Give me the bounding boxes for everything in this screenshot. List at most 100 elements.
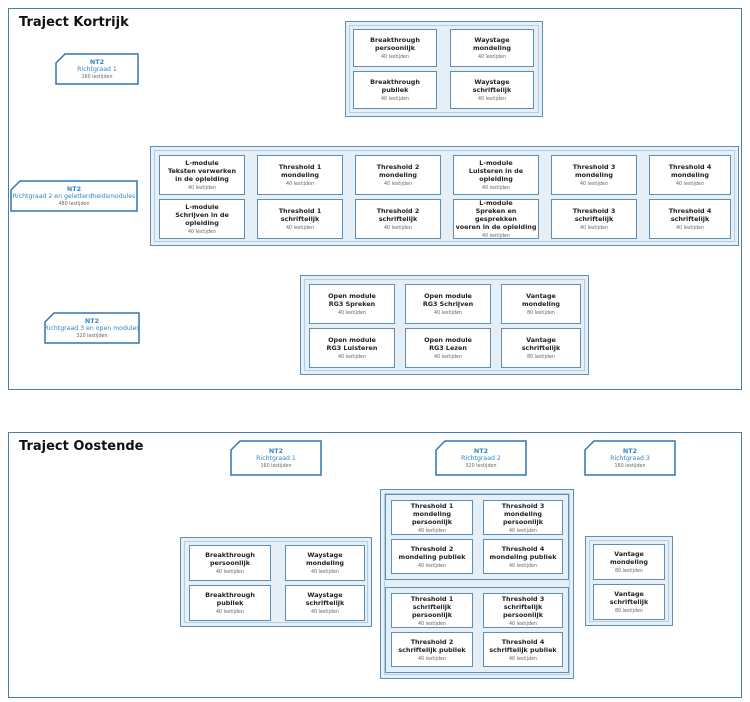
source-level: NT2 <box>66 185 82 193</box>
module-title: Threshold 4 schriftelijk publiek <box>489 637 557 654</box>
module-title: Breakthrough persoonlijk <box>370 36 420 52</box>
module-hours: 40 lestijden <box>676 182 704 187</box>
module-hours: 40 lestijden <box>286 182 314 187</box>
module-title: Open module RG3 Luisteren <box>326 336 378 352</box>
group-schriftelijk: Threshold 1 schriftelijk persoonlijk 40 l… <box>385 587 569 673</box>
module-hours: 40 lestijden <box>509 621 537 627</box>
module-title: Threshold 4 mondeling <box>668 163 712 179</box>
module-hours: 40 lestijden <box>580 182 608 187</box>
source-title: Richtgraad 2 en geletterdheidsmodules <box>12 193 136 200</box>
module-hours: 80 lestijden <box>527 311 555 316</box>
module-title: Threshold 2 mondeling <box>376 163 420 179</box>
module-threshold1-mondeling: Threshold 1 mondeling 40 lestijden <box>257 155 343 195</box>
module-title: Threshold 2 schriftelijk <box>376 207 420 223</box>
module-hours: 40 lestijden <box>580 226 608 231</box>
module-hours: 80 lestijden <box>527 355 555 360</box>
module-title: Threshold 4 mondeling publiek <box>489 544 557 561</box>
module-hours: 80 lestijden <box>615 609 643 614</box>
module-hours: 40 lestijden <box>381 97 409 102</box>
module-threshold2-mondeling: Threshold 2 mondeling 40 lestijden <box>355 155 441 195</box>
module-hours: 40 lestijden <box>311 570 339 575</box>
module-title: Threshold 1 schriftelijk <box>278 207 322 223</box>
module-title: Threshold 1 schriftelijk persoonlijk <box>410 594 454 619</box>
module-hours: 80 lestijden <box>615 569 643 574</box>
module-title: Vantage mondeling <box>609 550 648 566</box>
module-waystage-mondeling: Waystage mondeling 40 lestijden <box>285 545 365 581</box>
module-vantage-mondeling: Vantage mondeling 80 lestijden <box>593 544 665 580</box>
module-hours: 40 lestijden <box>478 97 506 102</box>
module-hours: 40 lestijden <box>188 186 216 191</box>
source-title: Richtgraad 2 <box>461 455 501 462</box>
module-title: Threshold 1 mondeling persoonlijk <box>410 501 454 526</box>
module-title: Open module RG3 Schrijven <box>422 292 474 308</box>
source-hours: 480 lestijden <box>58 202 90 207</box>
module-title: Threshold 3 schriftelijk persoonlijk <box>501 594 545 619</box>
module-title: Vantage mondeling <box>521 292 560 308</box>
module-hours: 40 lestijden <box>434 311 462 316</box>
module-hours: 40 lestijden <box>384 182 412 187</box>
module-lmodule-teksten: L-module Teksten verwerken in de opleidi… <box>159 155 245 195</box>
source-hours: 320 lestijden <box>465 464 497 469</box>
module-hours: 40 lestijden <box>509 528 537 534</box>
group-mondeling: Threshold 1 mondeling persoonlijk 40 lest… <box>385 494 569 580</box>
module-title: L-module Teksten verwerken in de opleidi… <box>167 159 237 183</box>
module-title: Breakthrough persoonlijk <box>205 551 255 567</box>
source-hours: 320 lestijden <box>76 334 108 339</box>
module-breakthrough-persoonlijk: Breakthrough persoonlijk 40 lestijden <box>189 545 271 581</box>
source-level: NT2 <box>268 447 284 455</box>
module-vantage-mondeling: Vantage mondeling 80 lestijden <box>501 284 581 324</box>
source-hours: 160 lestijden <box>614 464 646 469</box>
source-title: Richtgraad 3 <box>610 455 650 462</box>
module-title: Vantage schriftelijk <box>521 336 561 352</box>
module-title: L-module Schrijven in de opleiding <box>175 203 229 227</box>
module-vantage-schriftelijk: Vantage schriftelijk 80 lestijden <box>501 328 581 368</box>
source-level: NT2 <box>473 447 489 455</box>
group-c-level: Vantage mondeling 80 lestijden Vantage sc… <box>585 536 673 626</box>
module-title: L-module Luisteren in de opleiding <box>468 159 524 183</box>
module-title: Open module RG3 Lezen <box>424 336 472 352</box>
module-hours: 40 lestijden <box>216 610 244 615</box>
module-title: Threshold 1 mondeling <box>278 163 322 179</box>
module-hours: 40 lestijden <box>311 610 339 615</box>
module-hours: 40 lestijden <box>434 355 462 360</box>
module-hours: 40 lestijden <box>509 656 537 662</box>
module-hours: 40 lestijden <box>338 355 366 360</box>
module-waystage-schriftelijk: Waystage schriftelijk 40 lestijden <box>285 585 365 621</box>
module-hours: 40 lestijden <box>216 570 244 575</box>
module-title: Waystage mondeling <box>305 551 344 567</box>
module-hours: 40 lestijden <box>188 230 216 235</box>
module-title: Threshold 3 mondeling persoonlijk <box>501 501 545 526</box>
module-threshold4-schriftelijk-publiek: Threshold 4 schriftelijk publiek 40 lesti… <box>483 632 563 667</box>
source-hours: 160 lestijden <box>81 75 113 80</box>
module-title: Open module RG3 Spreken <box>328 292 376 308</box>
module-title: Waystage schriftelijk <box>305 591 345 607</box>
module-lmodule-spreken: L-module Spreken en gesprekken voeren in… <box>453 199 539 239</box>
module-hours: 40 lestijden <box>418 621 446 627</box>
module-hours: 40 lestijden <box>482 186 510 191</box>
group-b-level: Threshold 1 mondeling persoonlijk 40 lest… <box>380 489 574 679</box>
source-title: Richtgraad 3 en open modules <box>44 325 140 332</box>
module-lmodule-schrijven: L-module Schrijven in de opleiding 40 les… <box>159 199 245 239</box>
module-title: Vantage schriftelijk <box>609 590 649 606</box>
module-hours: 40 lestijden <box>478 55 506 60</box>
module-open-rg3-luisteren: Open module RG3 Luisteren 40 lestijden <box>309 328 395 368</box>
module-breakthrough-publiek: Breakthrough publiek 40 lestijden <box>353 71 437 109</box>
module-title: Breakthrough publiek <box>370 78 420 94</box>
module-hours: 40 lestijden <box>384 226 412 231</box>
module-threshold2-schriftelijk: Threshold 2 schriftelijk 40 lestijden <box>355 199 441 239</box>
module-hours: 40 lestijden <box>509 563 537 569</box>
group-b-level: L-module Teksten verwerken in de opleidi… <box>150 146 739 246</box>
source-hours: 160 lestijden <box>260 464 292 469</box>
